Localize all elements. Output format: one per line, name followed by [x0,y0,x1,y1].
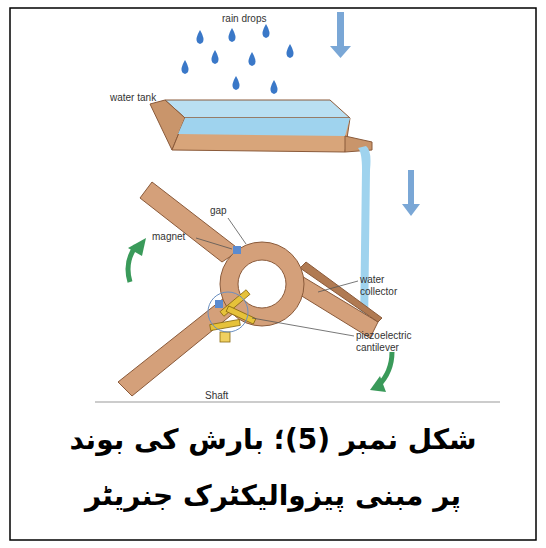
frame [10,8,536,540]
part-label: magnet [152,231,185,243]
water-tank [150,100,372,152]
rotation-arrows [128,246,392,386]
rotation-arrowheads [128,238,386,392]
rotor [118,182,382,396]
rain-drops [182,24,294,94]
part-label: water tank [110,92,156,104]
part-label: piezoelectric cantilever [356,330,436,353]
part-label: Shaft [205,390,228,402]
caption: شکل نمبر (5)؛ بارش کی بوند پر مبنی پیزوا… [60,412,486,524]
part-label: gap [210,205,227,217]
part-label: rain drops [222,13,266,25]
divider [95,402,500,403]
magnet-symbol [196,24,358,336]
part-label: water collector [360,274,420,297]
piezoelectric-cantilever [208,290,256,342]
